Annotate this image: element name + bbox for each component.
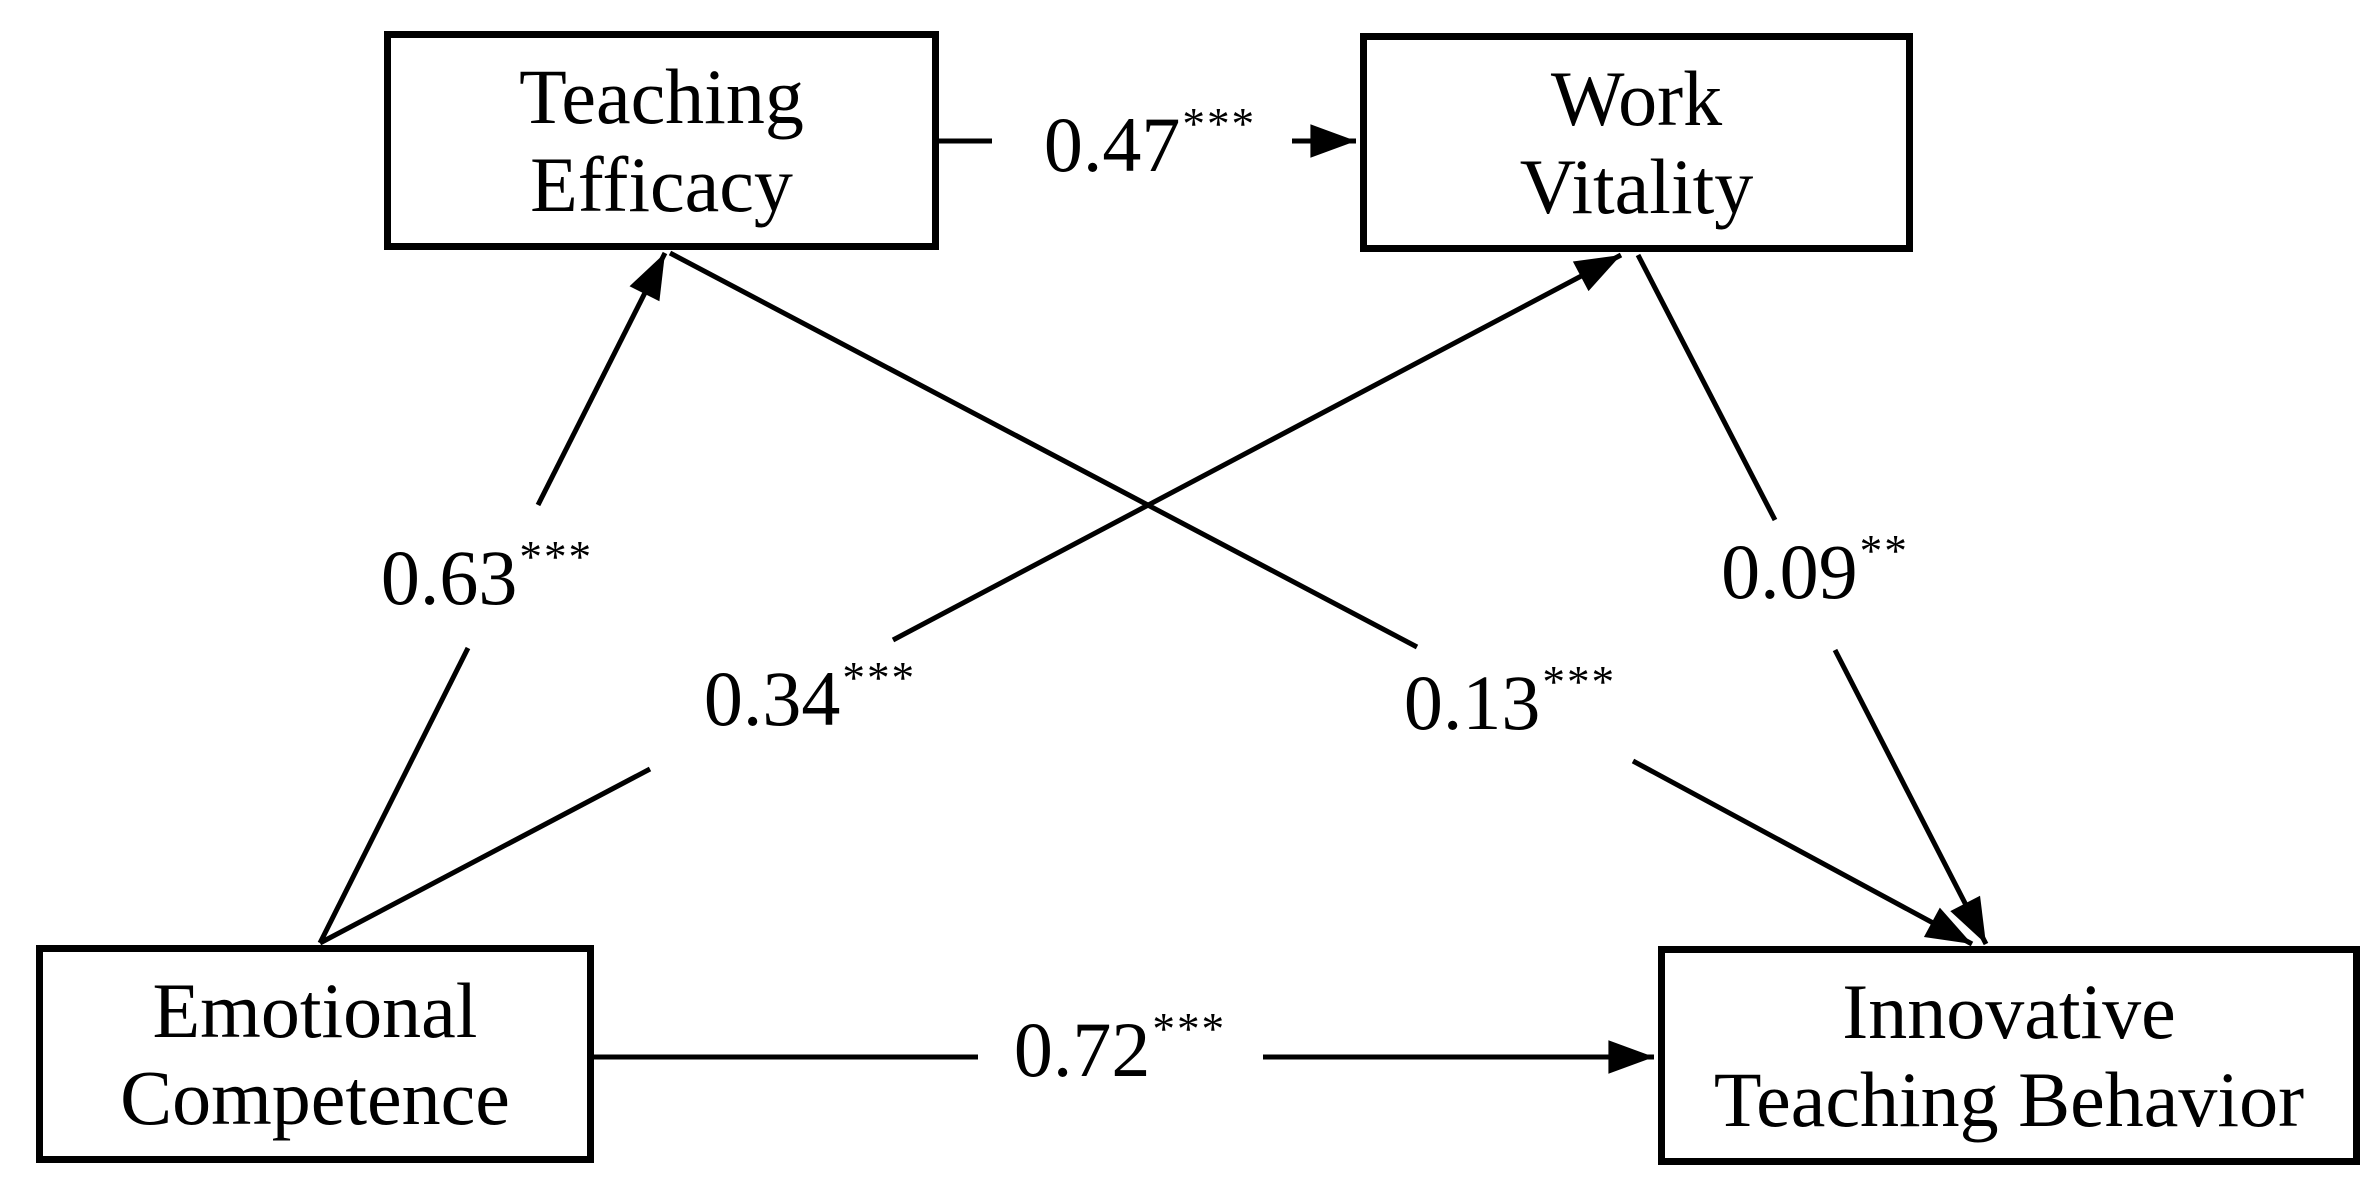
arrow-ec-to-wv-stub <box>318 766 652 946</box>
node-innovative-teaching-behavior: Innovative Teaching Behavior <box>1658 946 2360 1165</box>
node-innovative-teaching-behavior-label-line1: Innovative <box>1842 968 2176 1056</box>
coefficient-te-to-wv-value: 0.47 <box>1043 101 1181 188</box>
arrow-ec-to-wv-head <box>891 252 1623 643</box>
coefficient-ec-to-te: 0.63*** <box>381 534 593 617</box>
node-teaching-efficacy: Teaching Efficacy <box>384 31 939 250</box>
coefficient-te-to-itb: 0.13*** <box>1404 659 1616 742</box>
node-teaching-efficacy-label-line2: Efficacy <box>530 140 793 228</box>
coefficient-ec-to-itb: 0.72*** <box>1014 1006 1226 1089</box>
node-emotional-competence-label-line1: Emotional <box>152 966 478 1054</box>
node-work-vitality-label-line1: Work <box>1550 55 1723 143</box>
coefficient-ec-to-wv-value: 0.34 <box>703 655 841 742</box>
node-emotional-competence-label-line2: Competence <box>120 1054 510 1141</box>
arrow-ec-to-te-stub <box>317 646 471 945</box>
coefficient-te-to-itb-stars: *** <box>1542 656 1617 707</box>
coefficient-wv-to-itb: 0.09** <box>1721 528 1909 611</box>
arrow-ec-to-te-head <box>535 251 668 507</box>
node-emotional-competence: Emotional Competence <box>36 945 594 1163</box>
coefficient-te-to-itb-value: 0.13 <box>1403 659 1541 746</box>
coefficient-ec-to-te-value: 0.63 <box>380 534 518 621</box>
coefficient-ec-to-itb-stars: *** <box>1152 1003 1227 1054</box>
coefficient-ec-to-itb-value: 0.72 <box>1013 1006 1151 1093</box>
arrow-wv-to-itb-stub <box>1635 253 1778 522</box>
coefficient-wv-to-itb-stars: ** <box>1859 525 1909 576</box>
arrow-wv-to-itb-head <box>1832 648 1989 946</box>
coefficient-ec-to-wv: 0.34*** <box>704 655 916 738</box>
arrow-te-to-itb-stub <box>668 250 1419 650</box>
coefficient-ec-to-wv-stars: *** <box>842 652 917 703</box>
coefficient-wv-to-itb-value: 0.09 <box>1721 528 1858 615</box>
coefficient-te-to-wv-stars: *** <box>1182 98 1257 149</box>
coefficient-te-to-wv: 0.47*** <box>1044 101 1256 184</box>
node-innovative-teaching-behavior-label-line2: Teaching Behavior <box>1713 1055 2305 1143</box>
node-teaching-efficacy-label-line1: Teaching <box>519 53 804 141</box>
arrow-te-to-itb-head <box>1631 758 1974 947</box>
coefficient-ec-to-te-stars: *** <box>519 531 594 582</box>
node-work-vitality-label-line2: Vitality <box>1519 142 1754 230</box>
node-work-vitality: Work Vitality <box>1360 33 1913 252</box>
